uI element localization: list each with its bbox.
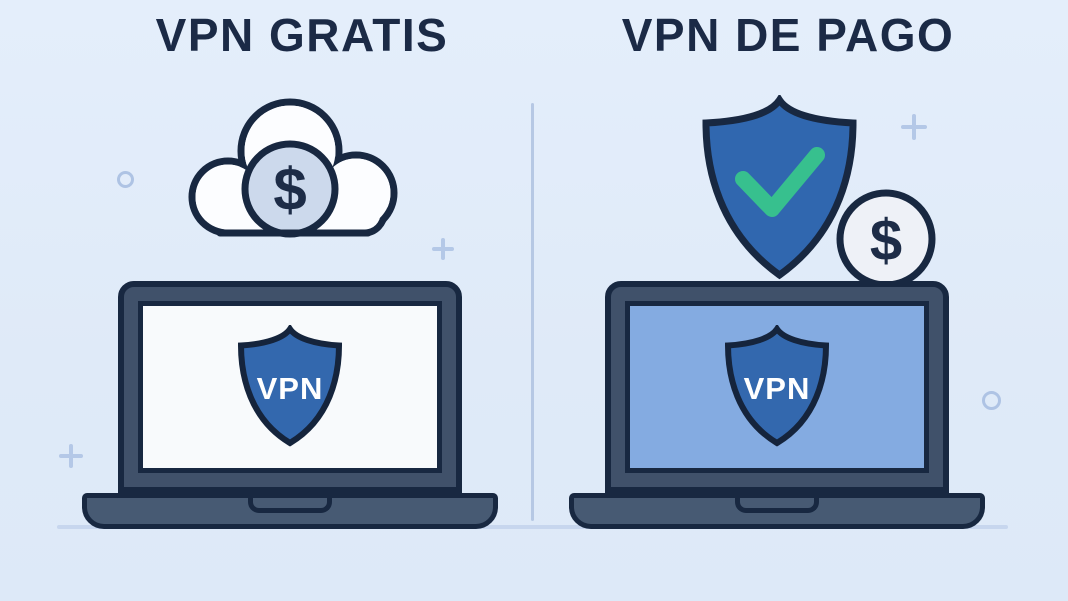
vpn-shield-label: VPN — [744, 371, 811, 406]
price-coin-icon: $ — [836, 189, 936, 287]
laptop-notch — [248, 498, 332, 513]
paid-shield-art: $ — [702, 95, 936, 287]
free-vpn-laptop: VPN — [82, 281, 498, 529]
paid-vpn-laptop: VPN — [569, 281, 985, 529]
plus-decoration — [59, 444, 83, 468]
center-divider — [531, 103, 534, 521]
laptop-base — [82, 493, 498, 529]
cloud-dollar-sign: $ — [273, 156, 306, 223]
vpn-shield-label: VPN — [257, 371, 324, 406]
cloud-cost-icon: $ — [188, 98, 398, 238]
circle-decoration — [982, 391, 1001, 410]
paid-vpn-title: VPN DE PAGO — [621, 9, 955, 61]
dollar-coin-icon: $ — [241, 140, 339, 238]
laptop-notch — [735, 498, 819, 513]
free-vpn-title: VPN GRATIS — [155, 9, 449, 61]
circle-decoration — [117, 171, 134, 188]
plus-decoration — [901, 114, 927, 140]
ground-line — [57, 525, 1008, 529]
price-dollar-sign: $ — [870, 208, 902, 273]
shield-check-icon — [702, 95, 857, 280]
check-icon — [735, 147, 825, 217]
vpn-shield-icon: VPN — [237, 325, 343, 447]
plus-decoration — [432, 238, 454, 260]
laptop-base — [569, 493, 985, 529]
vpn-shield-icon: VPN — [724, 325, 830, 447]
